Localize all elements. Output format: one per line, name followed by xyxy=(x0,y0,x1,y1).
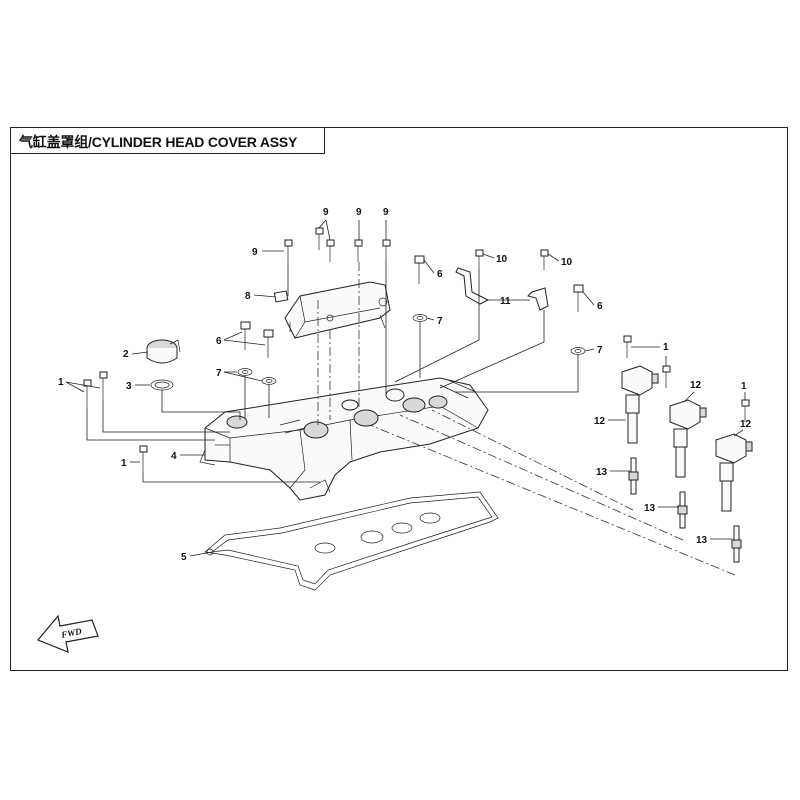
ignition-coil-2 xyxy=(669,399,707,478)
callout-2: 2 xyxy=(123,349,129,360)
breather-housing xyxy=(273,281,391,339)
callout-1: 1 xyxy=(121,458,127,469)
callout-3: 3 xyxy=(126,381,132,392)
callout-1: 1 xyxy=(663,342,669,353)
spark-plug-1 xyxy=(628,457,639,495)
callout-7: 7 xyxy=(216,368,222,379)
callout-1: 1 xyxy=(58,377,64,388)
callout-7: 7 xyxy=(597,345,603,356)
diagram-frame xyxy=(10,127,788,671)
leader-lines xyxy=(65,219,746,557)
page-title: 气缸盖罩组/CYLINDER HEAD COVER ASSY xyxy=(19,134,298,150)
o-ring xyxy=(150,379,174,391)
callout-13: 13 xyxy=(596,467,608,478)
fwd-label: FWD xyxy=(59,626,83,640)
callout-9: 9 xyxy=(252,247,258,258)
callout-8: 8 xyxy=(245,291,251,302)
callout-6: 6 xyxy=(216,336,222,347)
callout-12: 12 xyxy=(690,380,702,391)
callout-6: 6 xyxy=(437,269,443,280)
callout-13: 13 xyxy=(696,535,708,546)
callout-9: 9 xyxy=(356,207,362,218)
callout-1: 1 xyxy=(741,381,747,392)
callout-labels: 1 1 1 1 2 3 4 5 6 6 6 7 7 7 8 9 9 9 9 10… xyxy=(58,207,752,563)
bolts xyxy=(83,227,750,472)
spark-plug-3 xyxy=(731,525,742,563)
installation-dashed-lines xyxy=(317,262,736,576)
callout-11: 11 xyxy=(500,296,511,307)
callout-9: 9 xyxy=(383,207,389,218)
callout-12: 12 xyxy=(740,419,752,430)
valve-cover-gasket xyxy=(204,491,499,591)
callout-4: 4 xyxy=(171,451,177,462)
oil-filler-cap xyxy=(146,339,181,364)
spark-plug-2 xyxy=(677,491,688,529)
callout-10: 10 xyxy=(561,257,573,268)
callout-13: 13 xyxy=(644,503,656,514)
callout-9: 9 xyxy=(323,207,329,218)
bracket xyxy=(455,267,549,311)
fwd-arrow-icon: FWD xyxy=(37,614,99,653)
callout-6: 6 xyxy=(597,301,603,312)
title-box: 气缸盖罩组/CYLINDER HEAD COVER ASSY xyxy=(10,127,325,154)
callout-10: 10 xyxy=(496,254,508,265)
callout-5: 5 xyxy=(181,552,187,563)
callout-12: 12 xyxy=(594,416,606,427)
callout-7: 7 xyxy=(437,316,443,327)
ignition-coil-3 xyxy=(715,433,753,512)
ignition-coil-1 xyxy=(621,365,659,444)
